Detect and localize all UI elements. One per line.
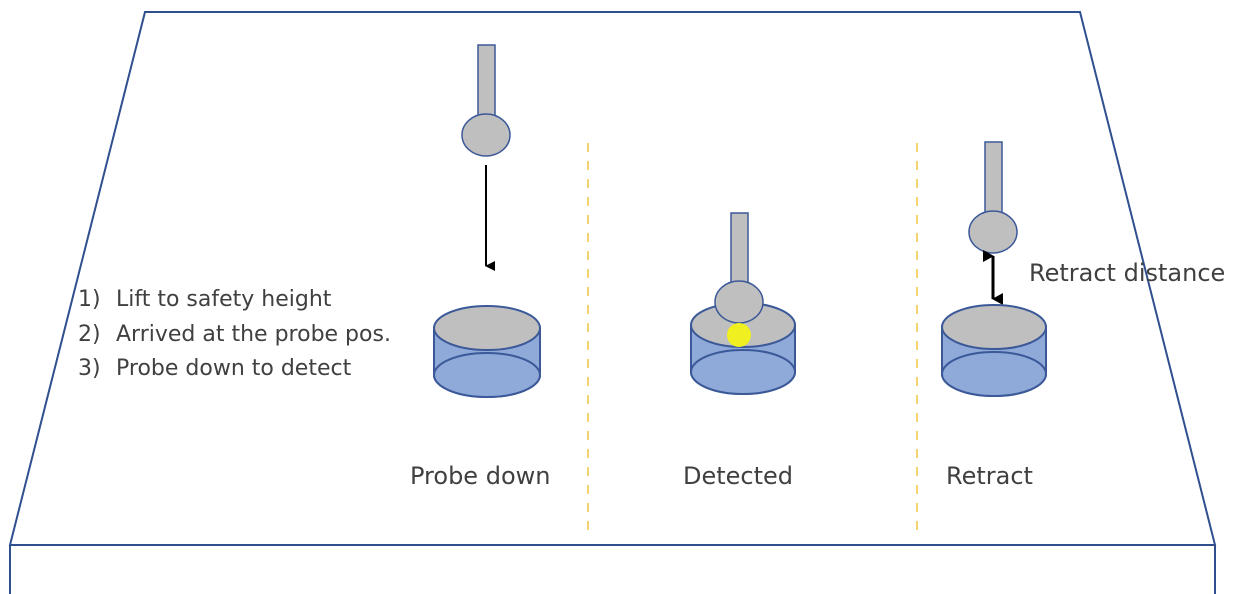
probe-tip xyxy=(461,113,511,157)
probe-tip xyxy=(968,210,1018,254)
step-text: Lift to safety height xyxy=(116,287,332,312)
step-text: Arrived at the probe pos. xyxy=(116,322,391,347)
step-number: 2) xyxy=(78,322,101,347)
probe-stem xyxy=(730,212,749,288)
retract-distance-label: Retract distance xyxy=(1029,259,1225,287)
steps-list: 1) Lift to safety height 2) Arrived at t… xyxy=(78,287,391,381)
probe-stem xyxy=(984,141,1003,217)
probe-down-panel: Probe down xyxy=(410,44,550,490)
detected-caption: Detected xyxy=(683,462,793,490)
step-text: Probe down to detect xyxy=(116,356,352,381)
workpiece-cylinder xyxy=(941,304,1047,397)
step-number: 3) xyxy=(78,356,101,381)
step-number: 1) xyxy=(78,287,101,312)
probe-down-caption: Probe down xyxy=(410,462,550,490)
detected-panel: Detected xyxy=(683,212,796,490)
retract-panel: Retract distance Retract xyxy=(941,141,1225,490)
probe-tip xyxy=(714,280,764,324)
workpiece-cylinder xyxy=(690,302,796,395)
probe-stem xyxy=(477,44,496,120)
workpiece-cylinder xyxy=(433,305,541,398)
contact-point-indicator xyxy=(727,323,751,347)
retract-caption: Retract xyxy=(946,462,1033,490)
